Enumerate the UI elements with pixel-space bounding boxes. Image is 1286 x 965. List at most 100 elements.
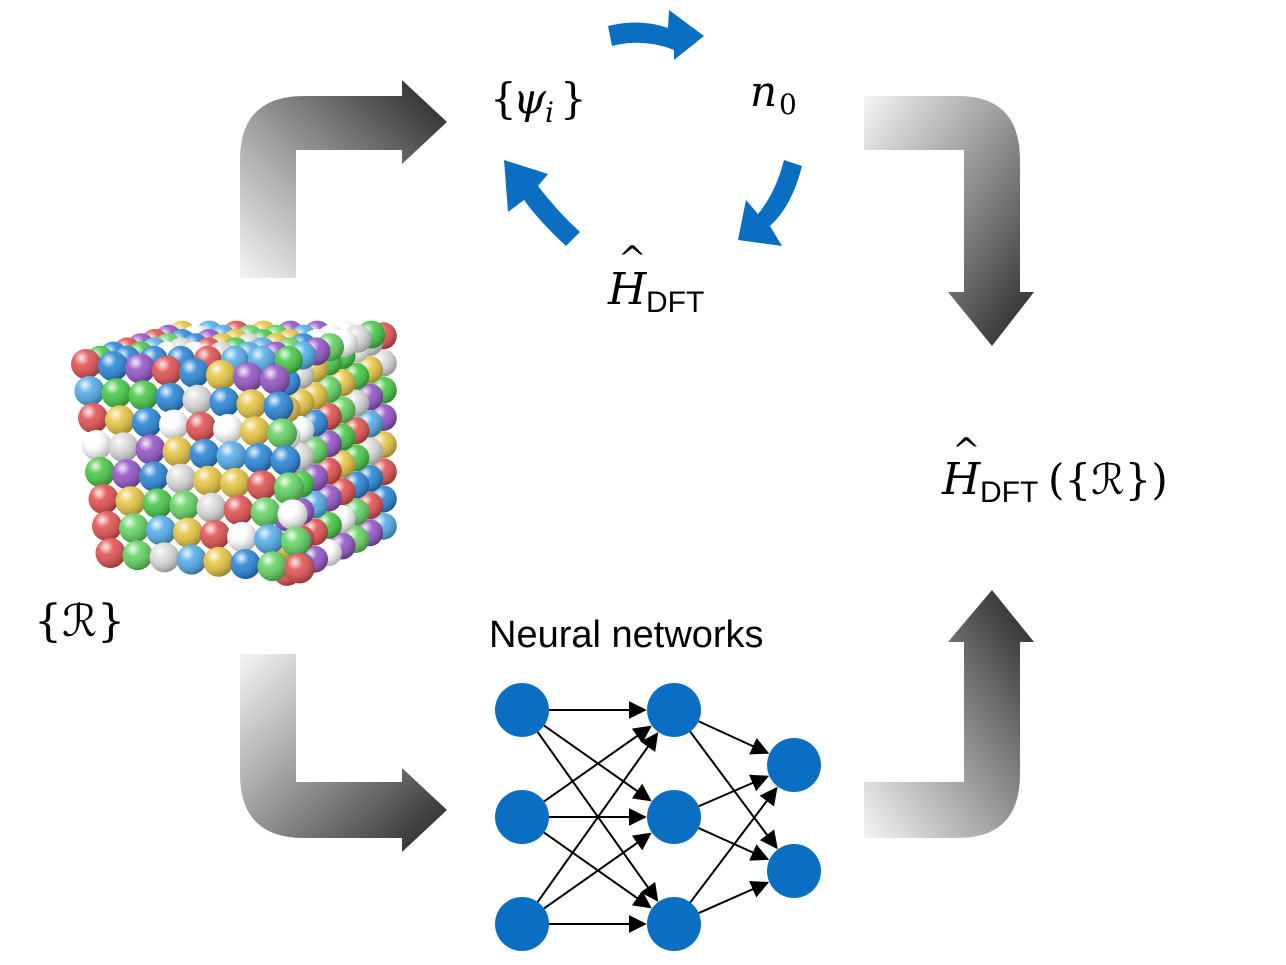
psi-brace-close: } [560, 74, 587, 123]
atom-sphere-shading [227, 522, 257, 552]
nn-edges [536, 701, 778, 933]
atom-sphere-shading [176, 544, 207, 575]
atom-sphere-shading [81, 430, 112, 460]
cycle-arrow-density-to-hamiltonian [738, 160, 802, 246]
atom-sphere-shading [209, 387, 240, 417]
atom-sphere-shading [128, 380, 159, 411]
atom-sphere-shading [223, 495, 254, 525]
atomic-structure-cube [71, 320, 397, 586]
atom-sphere-shading [173, 517, 203, 548]
atom-sphere-shading [71, 349, 101, 379]
atom-sphere-shading [274, 472, 304, 503]
nn-edge [698, 827, 770, 861]
result-symbol: H [941, 454, 982, 505]
psi-symbol: ψ [513, 74, 547, 123]
atom-sphere-shading [85, 457, 115, 487]
atom-sphere-shading [243, 443, 274, 474]
atom-sphere-shading [95, 538, 126, 568]
atom-sphere-shading [263, 391, 294, 422]
atom-sphere-shading [250, 497, 281, 528]
flow-arrow-structure-to-nn [240, 654, 447, 852]
atom-sphere-shading [78, 403, 108, 433]
atom-sphere-shading [189, 438, 220, 469]
structure-label: {ℛ} [34, 596, 125, 647]
wavefunctions-label: { ψ i } [490, 74, 587, 129]
atom-sphere-shading [139, 461, 169, 492]
psi-subscript: i [545, 96, 554, 129]
hamiltonian-subscript: DFT [646, 286, 704, 319]
atom-sphere-shading [159, 409, 189, 440]
atom-sphere-shading [115, 486, 146, 517]
atom-sphere-shading [203, 546, 234, 577]
result-subscript: DFT [980, 476, 1038, 509]
atom-sphere-shading [216, 441, 247, 471]
atom-sphere-shading [74, 376, 105, 406]
hamiltonian-hat: ^ [618, 239, 647, 279]
atom-sphere-shading [200, 519, 230, 550]
atom-sphere-shading [155, 382, 186, 413]
atom-sphere-shading [166, 463, 196, 494]
atom-sphere-shading [233, 362, 263, 393]
atom-sphere-shading [132, 407, 162, 438]
atom-sphere-shading [240, 416, 270, 447]
atom-sphere-shading [88, 484, 119, 514]
atom-sphere-shading [281, 526, 311, 557]
nn-neuron [647, 897, 701, 951]
atom-sphere-shading [179, 357, 209, 388]
atom-sphere-shading [186, 411, 216, 442]
nn-neuron [647, 683, 701, 737]
nn-edge [536, 732, 659, 903]
cycle-arrow-hamiltonian-to-psi [504, 160, 580, 246]
atom-sphere-shading [98, 351, 128, 382]
atom-sphere-shading [230, 549, 261, 579]
atom-sphere-shading [254, 524, 284, 555]
atom-sphere-shading [105, 405, 135, 436]
atom-sphere-shading [182, 384, 213, 415]
nn-neuron [495, 897, 549, 951]
result-argument: ({ℛ}) [1048, 455, 1168, 504]
atom-sphere-shading [277, 499, 308, 530]
atom-sphere-shading [260, 364, 290, 395]
atom-sphere-shading [193, 465, 223, 496]
nn-edge [543, 725, 652, 803]
atom-sphere-shading [146, 515, 176, 546]
atom-sphere-shading [135, 434, 166, 465]
atom-sphere-shading [284, 553, 315, 584]
nn-edge [689, 786, 778, 904]
atom-sphere-shading [101, 378, 132, 409]
nn-neuron [767, 844, 821, 898]
atom-sphere-shading [169, 490, 200, 521]
density-label: n 0 [750, 67, 797, 121]
density-symbol: n [750, 67, 777, 116]
atom-sphere-shading [149, 542, 180, 573]
result-hamiltonian-label: ^ H DFT ({ℛ}) [941, 431, 1168, 509]
atom-sphere-shading [162, 436, 193, 467]
nn-title: Neural networks [489, 614, 764, 656]
scf-cycle [504, 10, 802, 246]
psi-brace-open: { [490, 74, 517, 123]
atom-sphere-shading [220, 468, 250, 498]
hamiltonian-label: ^ H DFT [607, 239, 704, 319]
nn-neuron [647, 790, 701, 844]
result-hat: ^ [952, 431, 981, 471]
flow-arrow-structure-to-dft [240, 80, 447, 278]
atom-sphere-shading [206, 360, 236, 390]
atom-sphere-shading [257, 551, 288, 582]
nn-edge [698, 774, 770, 808]
atom-sphere-shading [142, 488, 173, 519]
nn-edge [543, 832, 652, 910]
atom-sphere-shading [213, 414, 243, 444]
nn-edge [698, 720, 770, 755]
nn-edge [698, 881, 770, 915]
atom-sphere-shading [196, 492, 227, 523]
atom-sphere-shading [92, 511, 122, 541]
atom-sphere-shading [112, 459, 142, 490]
atom-sphere-shading [125, 353, 155, 384]
cycle-arrow-psi-to-density [608, 10, 704, 60]
nn-edge [689, 731, 778, 850]
atom-sphere-shading [270, 445, 301, 476]
nn-neuron [495, 790, 549, 844]
atom-sphere-shading [267, 418, 297, 449]
hamiltonian-symbol: H [607, 264, 648, 315]
